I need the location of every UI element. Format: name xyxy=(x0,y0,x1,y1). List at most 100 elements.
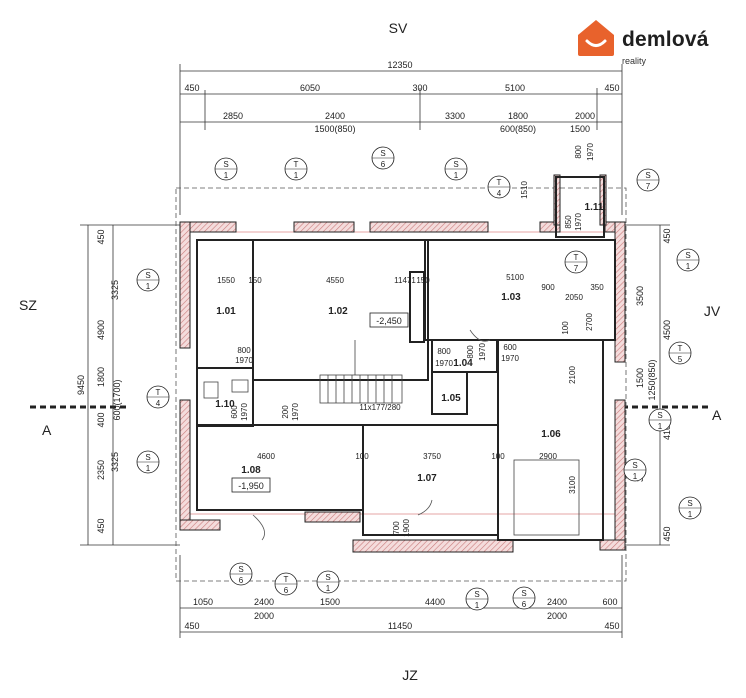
dim: 900 xyxy=(541,283,555,292)
interior-walls xyxy=(196,176,616,541)
dim: 9450 xyxy=(76,375,86,395)
room-label: 1.11 xyxy=(585,202,604,213)
room-label: 1.07 xyxy=(417,473,437,484)
dim: 600(1700) xyxy=(112,379,122,420)
dim: 800 xyxy=(237,346,251,355)
view-marker: S6 xyxy=(229,562,253,586)
dim: 12350 xyxy=(387,60,412,70)
dim: 450 xyxy=(662,526,672,541)
dim: 11x177/280 xyxy=(359,403,401,412)
view-marker-bottom: 4 xyxy=(156,399,161,408)
view-marker: S1 xyxy=(623,458,647,482)
view-marker: S1 xyxy=(444,157,468,181)
dim: 1970 xyxy=(291,403,300,421)
room-label: 1.03 xyxy=(501,292,521,303)
dim: 1800 xyxy=(96,367,106,387)
level-marks: -2,450 -1,950 xyxy=(231,312,409,493)
view-marker-top: T xyxy=(574,253,579,262)
view-marker-top: S xyxy=(380,149,385,158)
view-marker-bottom: 1 xyxy=(454,171,459,180)
dim: 400 xyxy=(96,412,106,427)
brand-name: demlová xyxy=(622,28,709,51)
brand-sub: reality xyxy=(622,56,647,66)
dim: 600 xyxy=(230,405,239,419)
dim: 1550 xyxy=(217,276,235,285)
dim: 150 xyxy=(248,276,262,285)
view-marker-top: S xyxy=(474,590,479,599)
room-label: 1.01 xyxy=(216,306,236,317)
view-marker: S1 xyxy=(316,570,340,594)
dim: 3500 xyxy=(635,286,645,306)
dim: 4600 xyxy=(257,452,275,461)
dim: 1900 xyxy=(402,519,411,537)
dim: 2050 xyxy=(565,293,583,302)
dim: 450 xyxy=(604,621,619,631)
view-marker-bottom: 6 xyxy=(284,586,289,595)
dim: 100 xyxy=(561,321,570,335)
view-marker-top: S xyxy=(453,160,458,169)
level-label: -1,950 xyxy=(238,481,264,491)
view-marker: S6 xyxy=(371,146,395,170)
view-marker-top: T xyxy=(678,344,683,353)
dim: 350 xyxy=(590,283,604,292)
dim: 2900 xyxy=(539,452,557,461)
dims-inner: 1550 150 4550 11471 150 5100 900 2050 35… xyxy=(217,143,604,537)
view-marker: S1 xyxy=(136,450,160,474)
view-marker: S1 xyxy=(136,268,160,292)
view-marker: T4 xyxy=(487,175,511,199)
dim: 1970 xyxy=(501,354,519,363)
dim: 800 xyxy=(574,145,583,159)
dim: 3325 xyxy=(110,452,120,472)
view-marker-bottom: 1 xyxy=(146,464,151,473)
view-marker: T5 xyxy=(668,341,692,365)
view-marker-bottom: 6 xyxy=(522,600,527,609)
view-marker-bottom: 7 xyxy=(574,264,579,273)
view-marker: T4 xyxy=(146,385,170,409)
view-marker-top: T xyxy=(284,575,289,584)
house-logo-icon xyxy=(578,20,614,56)
room-label: 1.02 xyxy=(328,306,348,317)
dim: 1510 xyxy=(520,181,529,199)
view-marker-top: S xyxy=(145,453,150,462)
dim: 3325 xyxy=(110,280,120,300)
dim: 4500 xyxy=(662,320,672,340)
view-marker-bottom: 1 xyxy=(633,472,638,481)
dim: 4400 xyxy=(425,597,445,607)
fixtures xyxy=(203,379,580,536)
dim: 11450 xyxy=(388,621,412,631)
dim: 2400 xyxy=(254,597,274,607)
view-marker: T1 xyxy=(284,157,308,181)
view-marker: S1 xyxy=(648,408,672,432)
view-marker-bottom: 1 xyxy=(326,584,331,593)
room-label: 1.04 xyxy=(453,358,473,369)
dim: 300 xyxy=(412,83,427,93)
view-marker-top: T xyxy=(497,178,502,187)
dim: 4550 xyxy=(326,276,344,285)
view-marker-bottom: 7 xyxy=(646,182,651,191)
view-marker: S7 xyxy=(636,168,660,192)
dim: 2850 xyxy=(223,111,243,121)
view-marker-bottom: 1 xyxy=(146,282,151,291)
dim: 450 xyxy=(184,621,199,631)
dim: 1970 xyxy=(586,143,595,161)
view-marker-top: S xyxy=(325,573,330,582)
roof-outline xyxy=(175,187,627,582)
view-marker-top: S xyxy=(238,565,243,574)
dim: 450 xyxy=(662,228,672,243)
room-label: 1.06 xyxy=(541,429,561,440)
room-labels: 1.01 1.02 1.03 1.04 1.05 1.06 1.07 1.08 … xyxy=(215,202,604,484)
view-marker-top: S xyxy=(685,251,690,260)
room-label: 1.05 xyxy=(441,393,461,404)
dim: 3100 xyxy=(568,476,577,494)
view-marker: S1 xyxy=(676,248,700,272)
dim: 6050 xyxy=(300,83,320,93)
orientation-top: SV xyxy=(389,20,408,36)
door-swings xyxy=(252,329,491,541)
dims-top: 12350 450 6050 300 5100 450 2850 2400 33… xyxy=(184,60,619,134)
section-line: A A xyxy=(30,405,722,438)
view-marker-bottom: 6 xyxy=(381,160,386,169)
view-marker-top: S xyxy=(632,461,637,470)
dims-left: 450 3325 4900 9450 1800 400 3325 2350 45… xyxy=(76,229,122,533)
